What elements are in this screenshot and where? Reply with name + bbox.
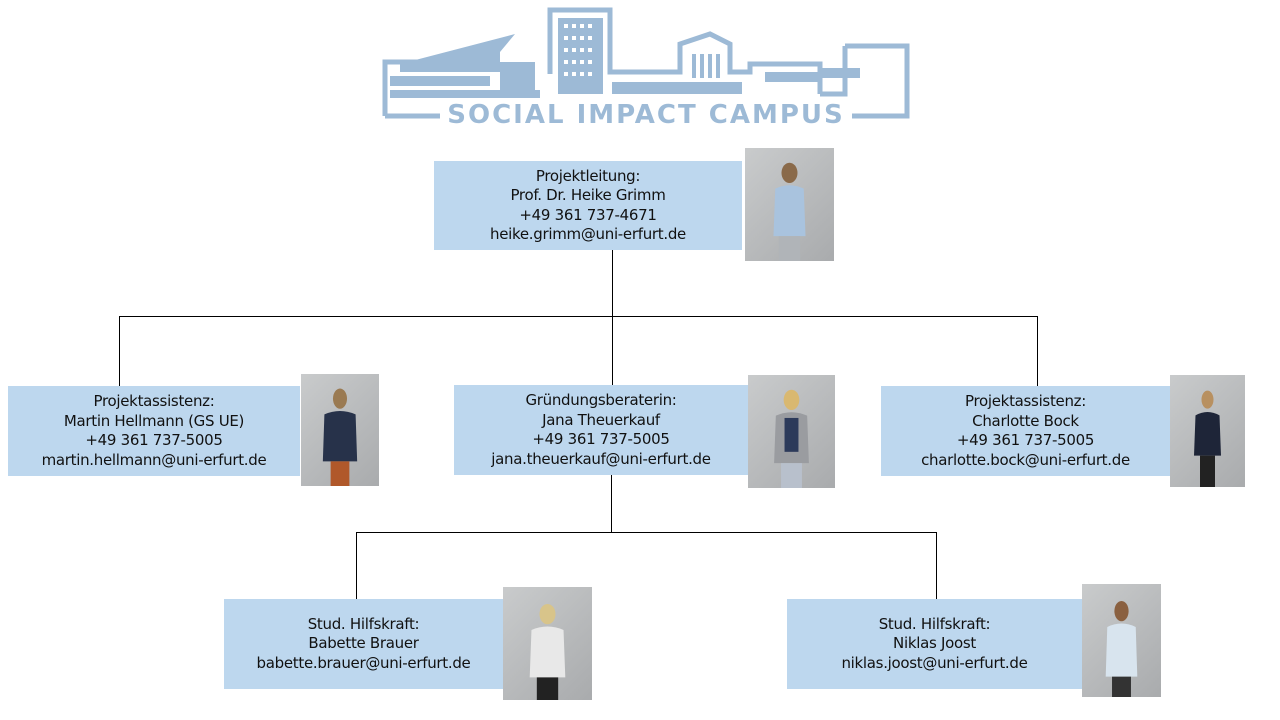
role: Projektassistenz: — [964, 392, 1086, 410]
connector-line — [612, 250, 613, 316]
phone: +49 361 737-4671 — [519, 205, 657, 224]
org-box-assistant-2: Projektassistenz: Charlotte Bock +49 361… — [881, 386, 1170, 476]
role: Stud. Hilfskraft: — [878, 614, 991, 633]
portrait-photo — [745, 148, 834, 261]
org-box-student-1: Stud. Hilfskraft: Babette Brauer babette… — [224, 599, 503, 689]
social-impact-campus-logo: SOCIAL IMPACT CAMPUS — [380, 4, 912, 136]
person-icon — [774, 389, 809, 488]
email: charlotte.bock@uni-erfurt.de — [921, 450, 1130, 469]
connector-line — [1037, 316, 1038, 386]
org-box-student-2: Stud. Hilfskraft: Niklas Joost niklas.jo… — [787, 599, 1082, 689]
connector-line — [356, 532, 937, 533]
email: niklas.joost@uni-erfurt.de — [841, 653, 1028, 672]
role: Stud. Hilfskraft: — [307, 614, 420, 633]
org-box-assistant-1: Projektassistenz: Martin Hellmann (GS UE… — [8, 386, 300, 476]
phone: +49 361 737-5005 — [85, 431, 223, 449]
email: jana.theuerkauf@uni-erfurt.de — [491, 449, 711, 468]
name: Niklas Joost — [893, 634, 976, 653]
person-icon — [1194, 390, 1221, 487]
org-box-lead: Projektleitung: Prof. Dr. Heike Grimm +4… — [434, 161, 742, 250]
name: Martin Hellmann (GS UE) — [63, 411, 245, 430]
connector-line — [936, 532, 937, 599]
email: martin.hellmann@uni-erfurt.de — [41, 450, 267, 469]
person-icon — [529, 603, 566, 700]
email: babette.brauer@uni-erfurt.de — [256, 653, 471, 672]
phone: +49 361 737-5005 — [532, 430, 670, 448]
name: Jana Theuerkauf — [542, 410, 660, 429]
role: Projektleitung: — [535, 166, 641, 185]
connector-line — [356, 532, 357, 599]
person-icon — [773, 162, 806, 261]
connector-line — [611, 475, 612, 532]
role: Gründungsberaterin: — [525, 391, 677, 409]
person-icon — [1105, 600, 1138, 697]
email: heike.grimm@uni-erfurt.de — [490, 225, 686, 243]
portrait-photo — [1082, 584, 1161, 697]
portrait-photo — [503, 587, 592, 700]
portrait-photo — [301, 374, 379, 486]
connector-line — [119, 316, 1038, 317]
name: Babette Brauer — [308, 634, 419, 653]
name: Charlotte Bock — [972, 411, 1079, 430]
role: Projektassistenz: — [93, 392, 215, 410]
org-box-advisor: Gründungsberaterin: Jana Theuerkauf +49 … — [454, 385, 748, 475]
logo-text: SOCIAL IMPACT CAMPUS — [447, 100, 845, 130]
connector-line — [119, 316, 120, 386]
campus-skyline-icon — [382, 7, 910, 119]
person-icon — [322, 388, 358, 486]
portrait-photo — [748, 375, 835, 488]
phone: +49 361 737-5005 — [956, 431, 1095, 449]
name: Prof. Dr. Heike Grimm — [510, 186, 666, 204]
portrait-photo — [1170, 375, 1245, 487]
connector-line — [612, 316, 613, 385]
